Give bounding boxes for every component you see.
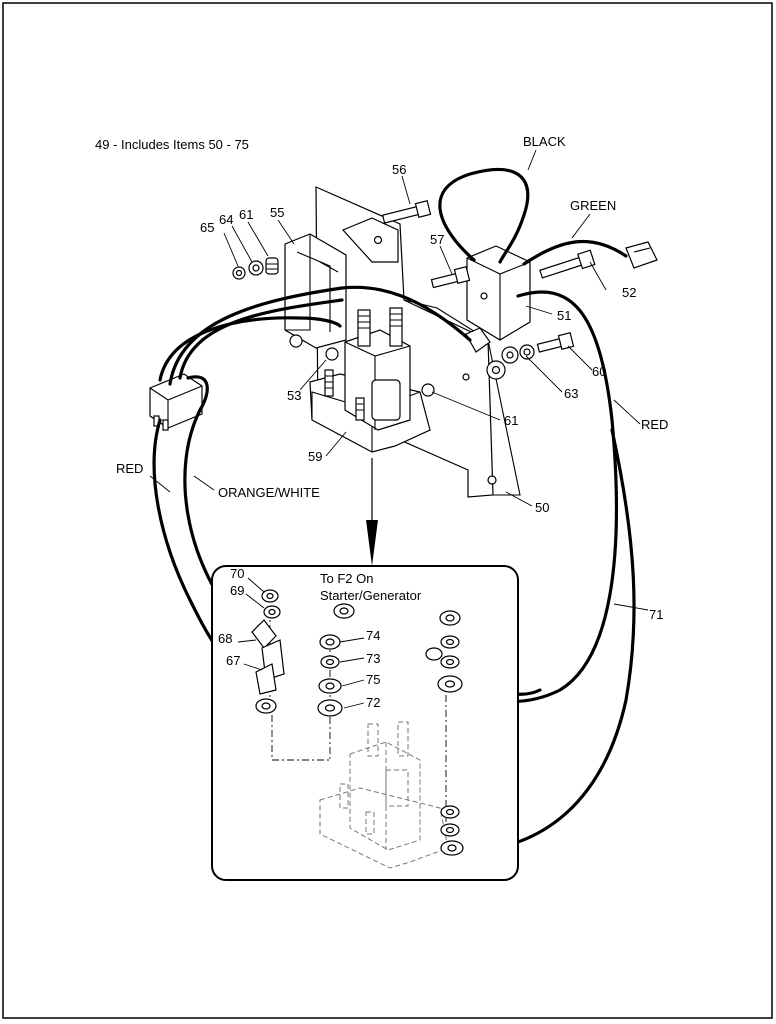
callout-72: 72 <box>366 695 380 710</box>
detail-pointer <box>366 458 378 566</box>
label-red-right: RED <box>641 417 668 432</box>
bolt-60 <box>536 332 575 353</box>
callout-74: 74 <box>366 628 380 643</box>
callout-50: 50 <box>535 500 549 515</box>
callout-55: 55 <box>270 205 284 220</box>
callout-51: 51 <box>557 308 571 323</box>
callout-61-right: 61 <box>504 413 518 428</box>
callout-68: 68 <box>218 631 232 646</box>
callout-67: 67 <box>226 653 240 668</box>
hardware-65-64-61 <box>232 257 279 280</box>
callout-53: 53 <box>287 388 301 403</box>
callout-56: 56 <box>392 162 406 177</box>
terminal-63 <box>465 327 535 380</box>
detail-frame <box>211 565 519 881</box>
solenoid <box>289 307 435 453</box>
callout-65: 65 <box>200 220 214 235</box>
callout-71: 71 <box>649 607 663 622</box>
callout-61-top: 61 <box>239 207 253 222</box>
callout-57: 57 <box>430 232 444 247</box>
callout-70: 70 <box>230 566 244 581</box>
header-text: 49 - Includes Items 50 - 75 <box>95 137 249 152</box>
detail-note-line1: To F2 On <box>320 571 373 586</box>
relay <box>149 373 203 431</box>
label-green: GREEN <box>570 198 616 213</box>
label-orange-white: ORANGE/WHITE <box>218 485 320 500</box>
detail-inset <box>211 565 519 881</box>
callout-64: 64 <box>219 212 233 227</box>
callout-59: 59 <box>308 449 322 464</box>
callout-60: 60 <box>592 364 606 379</box>
bolt-56 <box>381 200 432 224</box>
green-wire-plug <box>625 241 658 269</box>
bolt-57 <box>430 266 471 289</box>
labels: BLACK GREEN RED RED ORANGE/WHITE To F2 O… <box>116 134 668 710</box>
label-red-left: RED <box>116 461 143 476</box>
callout-63: 63 <box>564 386 578 401</box>
leader-lines <box>149 149 649 611</box>
detail-note-line2: Starter/Generator <box>320 588 422 603</box>
label-black: BLACK <box>523 134 566 149</box>
bolt-52 <box>539 249 596 279</box>
callout-75: 75 <box>366 672 380 687</box>
resistor-module <box>466 245 531 341</box>
callout-69: 69 <box>230 583 244 598</box>
callout-52: 52 <box>622 285 636 300</box>
callout-73: 73 <box>366 651 380 666</box>
